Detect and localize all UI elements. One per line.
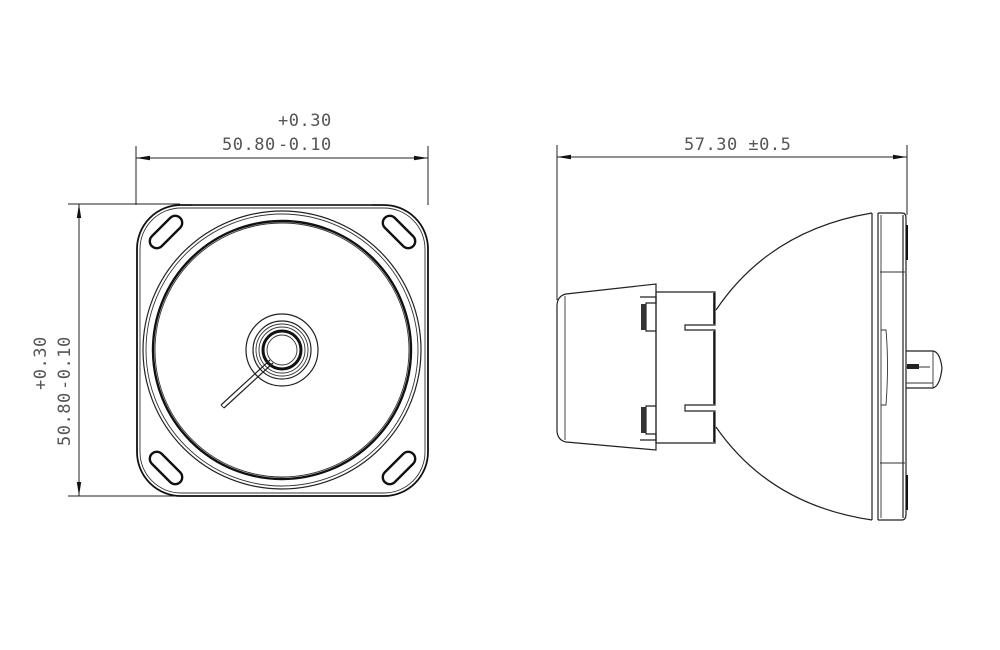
side-view: 57.30 ±0.5 (556, 135, 943, 521)
front-flange (877, 212, 908, 521)
mounting-slots (148, 214, 417, 486)
reflector-rings (142, 210, 422, 490)
reflector-bowl (715, 212, 873, 521)
front-height-nominal: 50.80 (55, 392, 75, 446)
front-view: +0.30 50.80 -0.10 +0.30 50.80 -0.10 (31, 111, 429, 497)
front-height-upper-tol: +0.30 (31, 336, 51, 390)
front-height-lower-tol: -0.10 (55, 336, 75, 390)
slot-bottom-left (148, 450, 184, 486)
square-flange (136, 204, 429, 497)
slot-bottom-right (381, 450, 417, 486)
front-width-dimension: +0.30 50.80 -0.10 (135, 111, 429, 205)
base-clips (640, 296, 657, 441)
front-width-nominal: 50.80 (222, 135, 276, 155)
slot-top-left (148, 214, 184, 250)
neck-block (655, 291, 716, 444)
front-height-dimension: +0.30 50.80 -0.10 (31, 203, 180, 497)
front-width-upper-tol: +0.30 (278, 111, 332, 131)
side-length-dimension: 57.30 ±0.5 (556, 135, 908, 300)
front-glass-pin (906, 350, 943, 389)
lead-wire (220, 359, 274, 409)
ceramic-base (556, 283, 657, 451)
front-width-lower-tol: -0.10 (278, 135, 332, 155)
slot-top-right (381, 214, 417, 250)
center-burner (245, 313, 319, 387)
side-length-label: 57.30 ±0.5 (684, 135, 791, 155)
